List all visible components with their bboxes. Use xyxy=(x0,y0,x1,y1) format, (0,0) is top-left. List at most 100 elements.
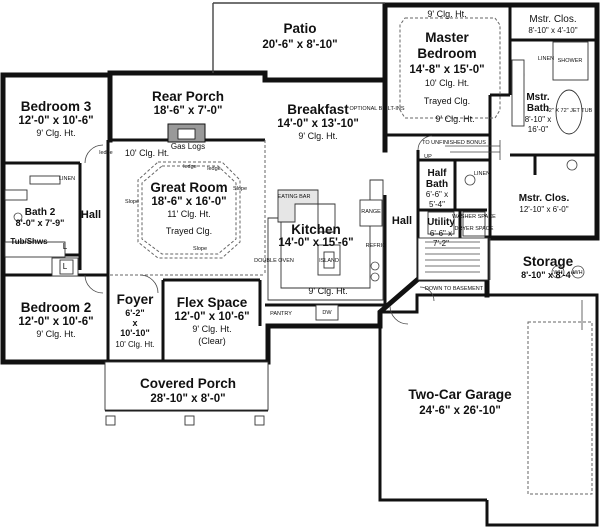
master-clg-bottom: 9' Clg. Ht. xyxy=(435,114,474,124)
mstr-bath-dims2: 16'-0" xyxy=(528,125,549,134)
mstr-bath-title2: Bath xyxy=(527,103,549,114)
utility-title: Utility xyxy=(427,217,455,228)
ledge-label-3: ledge xyxy=(99,150,112,156)
interior-walls xyxy=(3,5,597,362)
optional-built-ins-label: OPTIONAL BUILT-INS xyxy=(349,106,404,112)
range-label: RANGE xyxy=(361,209,381,215)
stairs xyxy=(417,140,501,281)
garage-walls xyxy=(378,293,599,527)
master-title1: Master xyxy=(425,30,469,45)
storage-title: Storage xyxy=(523,254,574,269)
great-room-dims: 18'-6" x 16'-0" xyxy=(151,196,226,208)
gas-logs: Gas Logs xyxy=(171,142,205,151)
half-bath-title2: Bath xyxy=(426,179,448,190)
flex-title: Flex Space xyxy=(177,295,248,310)
bedroom2-dims: 12'-0" x 10'-6" xyxy=(18,316,93,328)
bath2-dims: 8'-0" x 7'-9" xyxy=(16,218,65,228)
hall-mid-title: Hall xyxy=(392,215,412,227)
great-room-tray xyxy=(137,161,241,259)
linen-label-1: LINEN xyxy=(59,176,75,182)
garage-title: Two-Car Garage xyxy=(408,387,512,402)
room-labels: Patio 20'-6" x 8'-10" 9' Clg. Ht. Master… xyxy=(10,9,577,417)
dryer-label: DRYER SPACE xyxy=(455,226,494,232)
kitchen-counters xyxy=(267,179,384,321)
exterior-walls xyxy=(0,2,600,365)
bedroom2-clg: 9' Clg. Ht. xyxy=(36,329,75,339)
mstr-bath-dims1: 8'-10" x xyxy=(525,115,552,124)
refrigerator-label: REFRIG xyxy=(366,243,387,249)
fireplace xyxy=(167,123,206,143)
ledge-label-1: ledge xyxy=(183,164,196,170)
covered-porch-title: Covered Porch xyxy=(140,376,236,391)
double-oven-label: DOUBLE OVEN xyxy=(254,258,294,264)
ledge-label-2: ledge xyxy=(207,166,220,172)
fixture-labels: TO UNFINISHED BONUS UP DOWN TO BASEMENT … xyxy=(59,56,593,317)
bedroom3-title: Bedroom 3 xyxy=(21,99,92,114)
storage-dims: 8'-10" x 8'-4" xyxy=(521,270,575,280)
porch-columns xyxy=(104,361,269,426)
up-label: UP xyxy=(424,154,432,160)
bedroom3-clg: 9' Clg. Ht. xyxy=(36,128,75,138)
slope-label-3: Slope xyxy=(193,246,207,252)
breakfast-clg: 9' Clg. Ht. xyxy=(298,131,337,141)
kitchen-dims: 14'-0" x 15'-6" xyxy=(278,237,353,249)
bedroom2-title: Bedroom 2 xyxy=(21,300,92,315)
patio xyxy=(212,2,385,73)
dw-label: DW xyxy=(322,310,332,316)
breakfast-title: Breakfast xyxy=(287,102,349,117)
island-label: ISLAND xyxy=(319,258,339,264)
down-basement-label: DOWN TO BASEMENT xyxy=(425,286,484,292)
slope-label-1: Slope xyxy=(233,186,247,192)
half-bath-dims2: 5'-4" xyxy=(429,200,445,209)
foyer-dims2: x xyxy=(132,318,137,328)
utility-dims2: 7'-2" xyxy=(433,239,449,248)
mstr-clos-bottom-title: Mstr. Clos. xyxy=(519,193,570,204)
mstr-clos-top-title: Mstr. Clos. xyxy=(529,14,576,25)
great-room-title: Great Room xyxy=(150,180,227,195)
covered-porch-dims: 28'-10" x 8'-0" xyxy=(150,393,225,405)
flex-dims: 12'-0" x 10'-6" xyxy=(174,311,249,323)
l-label-2: L xyxy=(63,262,68,271)
kitchen-title: Kitchen xyxy=(291,222,341,237)
tub-shws-label: Tub/Shws xyxy=(10,237,48,246)
garage-dims: 24'-6" x 26'-10" xyxy=(419,405,501,417)
patio-dims: 20'-6" x 8'-10" xyxy=(262,39,337,51)
mstr-bath-title1: Mstr. xyxy=(526,92,550,103)
master-title2: Bedroom xyxy=(417,46,476,61)
master-note: Trayed Clg. xyxy=(424,96,470,106)
master-clg-top: 9' Clg. Ht. xyxy=(427,9,466,19)
kitchen-clg: 9' Clg. Ht. xyxy=(308,286,347,296)
bath-fixtures xyxy=(4,41,589,279)
master-tray xyxy=(399,17,501,119)
l-label-1: L xyxy=(63,242,68,251)
rear-porch-dims: 18'-6" x 7'-0" xyxy=(154,105,223,117)
linen-label-2: LINEN xyxy=(538,56,554,62)
utility-dims1: 6'-6" x xyxy=(430,229,452,238)
linen-label-3: LINEN xyxy=(474,171,490,177)
jet-tub-label: 42" X 72" JET TUB xyxy=(546,108,593,114)
great-room-clg: 11' Clg. Ht. xyxy=(167,209,211,219)
breakfast-dims: 14'-0" x 13'-10" xyxy=(277,118,359,130)
mstr-clos-top-dims: 8'-10" x 4'-10" xyxy=(528,26,577,35)
foyer-dims3: 10'-10" xyxy=(120,328,149,338)
rear-porch-title: Rear Porch xyxy=(152,89,224,104)
bedroom3-dims: 12'-0" x 10'-6" xyxy=(18,115,93,127)
mstr-clos-bottom-dims: 12'-10" x 6'-0" xyxy=(519,205,568,214)
foyer-title: Foyer xyxy=(117,292,155,307)
shower-label: SHOWER xyxy=(558,58,583,64)
wh-label-1: WH xyxy=(553,270,562,276)
foyer-clg: 10' Clg. Ht. xyxy=(115,340,154,349)
doors xyxy=(84,135,435,325)
flex-clg: 9' Clg. Ht. xyxy=(192,324,231,334)
half-bath-title1: Half xyxy=(428,168,448,179)
master-dims: 14'-8" x 15'-0" xyxy=(409,64,484,76)
great-clg-label: 10' Clg. Ht. xyxy=(125,148,169,158)
hall-left-title: Hall xyxy=(81,209,101,221)
half-bath-dims1: 6'-6" x xyxy=(426,190,448,199)
pantry-label: PANTRY xyxy=(270,311,292,317)
to-bonus-label: TO UNFINISHED BONUS xyxy=(422,140,486,146)
washer-label: WASHER SPACE xyxy=(452,214,496,220)
eating-bar-label: EATING BAR xyxy=(278,194,311,200)
flex-note: (Clear) xyxy=(198,336,226,346)
